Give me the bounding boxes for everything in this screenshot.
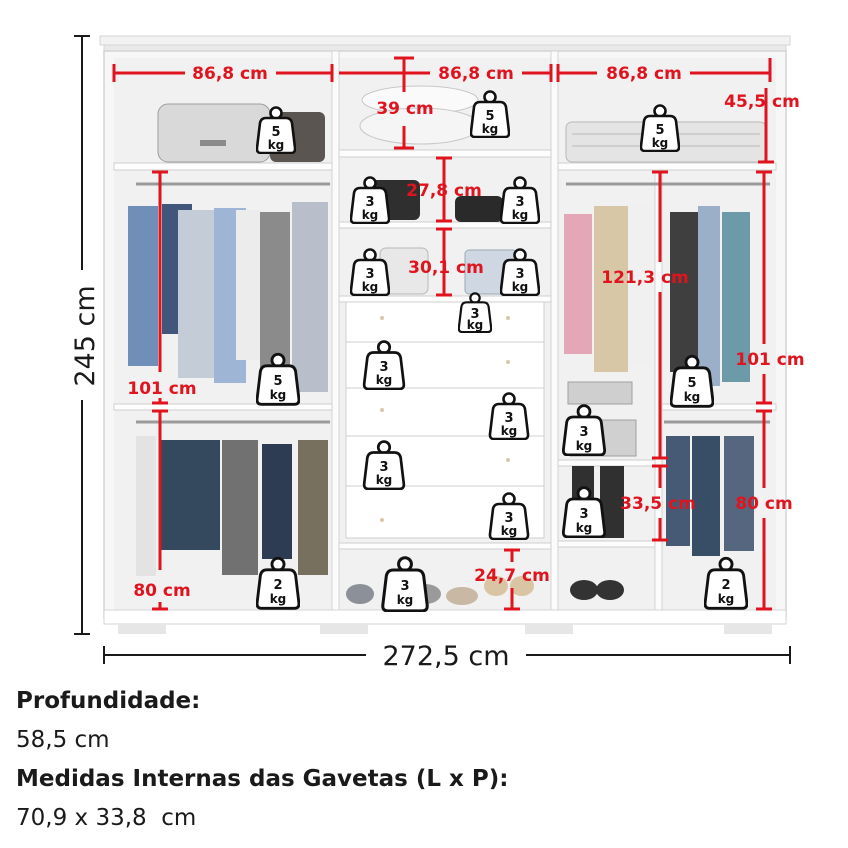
weight-icons: 5kg 5kg 5kg 3kg 3kg 3kg 3kg 3kg 3kg 3kg … — [256, 90, 748, 612]
svg-text:kg: kg — [270, 592, 287, 606]
svg-text:kg: kg — [376, 373, 393, 387]
weight-icon-drawer-1: 3kg — [362, 340, 406, 390]
depth-label: Profundidade: — [16, 688, 201, 714]
weight-icon-drawer-4: 3kg — [488, 492, 530, 540]
svg-text:kg: kg — [362, 280, 379, 294]
weight-icon-drawer-2: 3kg — [488, 392, 530, 440]
svg-text:2: 2 — [273, 578, 282, 593]
weight-icon-center-top: 5kg — [470, 90, 510, 138]
svg-text:kg: kg — [684, 390, 701, 404]
shoe-niche-label: 33,5 cm — [620, 494, 696, 514]
weight-icon-right-shelf-a: 3kg — [562, 404, 606, 456]
svg-text:kg: kg — [501, 524, 518, 538]
trousers-right — [666, 436, 754, 556]
svg-text:kg: kg — [482, 122, 499, 136]
svg-text:3: 3 — [400, 579, 409, 594]
svg-text:3: 3 — [470, 307, 479, 322]
right-upper-hang-label: 101 cm — [735, 350, 804, 370]
right-long-hang-label: 121,3 cm — [601, 268, 688, 288]
svg-text:5: 5 — [655, 123, 664, 138]
bottom-shelf-center-label: 24,7 cm — [474, 566, 550, 586]
shirts-right — [564, 206, 750, 386]
col-width-center-label: 86,8 cm — [438, 64, 514, 84]
drawer-measures-label: Medidas Internas das Gavetas (L x P): — [16, 766, 509, 792]
svg-text:kg: kg — [467, 318, 484, 332]
svg-text:kg: kg — [501, 424, 518, 438]
niche-lower-label: 30,1 cm — [408, 258, 484, 278]
weight-icon-left-rod-lower: 2kg — [256, 556, 300, 610]
drawer-measures-value: 70,9 x 33,8 cm — [16, 805, 197, 831]
top-shelf-right-label: 45,5 cm — [724, 92, 800, 112]
svg-text:kg: kg — [376, 473, 393, 487]
svg-text:kg: kg — [512, 280, 529, 294]
weight-icon-drawer-top: 3kg — [458, 292, 492, 333]
weight-icon-left-rod-upper: 5kg — [256, 352, 300, 406]
svg-text:kg: kg — [576, 439, 593, 453]
weight-icon-right-top: 5kg — [640, 104, 680, 152]
weight-icon-niche2-right: 3kg — [500, 248, 540, 296]
total-height-label: 245 cm — [70, 285, 101, 386]
svg-text:kg: kg — [512, 208, 529, 222]
weight-icon-right-rod-lower: 2kg — [704, 556, 748, 610]
crown-molding — [99, 35, 791, 46]
col-width-left-label: 86,8 cm — [192, 64, 268, 84]
plinth — [103, 609, 787, 625]
weight-icon-niche2-left: 3kg — [350, 248, 390, 296]
svg-text:5: 5 — [485, 109, 494, 124]
weight-icon-center-bottom: 3kg — [381, 556, 429, 612]
niche-upper-label: 27,8 cm — [406, 181, 482, 201]
weight-icon-drawer-3: 3kg — [362, 440, 406, 490]
svg-text:5: 5 — [273, 374, 282, 389]
contents — [128, 85, 767, 605]
svg-text:kg: kg — [652, 136, 669, 150]
total-width-label: 272,5 cm — [382, 641, 509, 672]
suitcase — [157, 103, 271, 163]
svg-text:kg: kg — [268, 138, 285, 152]
shirts-left — [128, 202, 328, 392]
svg-text:2: 2 — [721, 578, 730, 593]
right-lower-hang-label: 80 cm — [735, 494, 792, 514]
svg-text:3: 3 — [379, 460, 388, 475]
weight-icon-niche1-left: 3kg — [350, 176, 390, 224]
svg-text:kg: kg — [362, 208, 379, 222]
svg-text:3: 3 — [365, 267, 374, 282]
top-shelf-center-label: 39 cm — [376, 99, 433, 119]
svg-text:3: 3 — [579, 507, 588, 522]
svg-text:kg: kg — [397, 593, 414, 607]
svg-text:3: 3 — [579, 425, 588, 440]
svg-text:5: 5 — [271, 125, 280, 140]
svg-text:3: 3 — [379, 360, 388, 375]
col-width-right-label: 86,8 cm — [606, 64, 682, 84]
svg-text:5: 5 — [687, 376, 696, 391]
overall-dimension-lines — [74, 35, 791, 664]
svg-text:3: 3 — [365, 195, 374, 210]
left-lower-hang-label: 80 cm — [133, 581, 190, 601]
depth-value: 58,5 cm — [16, 727, 110, 753]
red-dimension-lines — [112, 56, 774, 611]
svg-text:kg: kg — [718, 592, 735, 606]
weight-icon-left-top: 5kg — [256, 106, 296, 154]
left-upper-hang-label: 101 cm — [127, 379, 196, 399]
svg-text:kg: kg — [576, 521, 593, 535]
wardrobe-diagram: 86,8 cm 86,8 cm 86,8 cm 39 cm 45,5 cm 27… — [70, 35, 805, 672]
svg-text:3: 3 — [504, 411, 513, 426]
svg-text:3: 3 — [504, 511, 513, 526]
trousers-left — [136, 436, 328, 576]
weight-icon-niche1-right: 3kg — [500, 176, 540, 224]
svg-text:3: 3 — [515, 267, 524, 282]
svg-text:kg: kg — [270, 388, 287, 402]
weight-icon-right-shelf-b: 3kg — [562, 486, 606, 538]
weight-icon-right-rod-upper: 5kg — [670, 354, 714, 408]
svg-text:3: 3 — [515, 195, 524, 210]
